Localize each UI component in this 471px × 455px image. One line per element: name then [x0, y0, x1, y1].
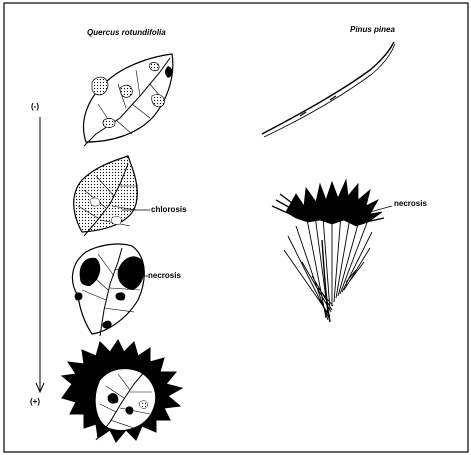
- pine-needle: [262, 42, 395, 137]
- oak-leaf-stage-4-severe: [62, 340, 182, 442]
- species-label-pinus: Pinus pinea: [350, 26, 395, 34]
- severity-scale-arrow: [36, 117, 44, 392]
- pine-shoot: [272, 180, 384, 322]
- chlorosis-label: chlorosis: [151, 206, 187, 214]
- species-label-quercus: Quercus rotundifolia: [87, 29, 166, 37]
- oak-leaf-stage-2-chlorosis: [74, 156, 138, 236]
- scale-label-plus: (+): [30, 398, 40, 406]
- oak-leaf-stage-1: [84, 54, 173, 146]
- oak-leaf-stage-3-necrosis: [72, 244, 144, 336]
- scale-label-minus: (-): [31, 103, 39, 111]
- necrosis-pine-label: necrosis: [394, 200, 427, 208]
- necrosis-oak-label: necrosis: [148, 272, 181, 280]
